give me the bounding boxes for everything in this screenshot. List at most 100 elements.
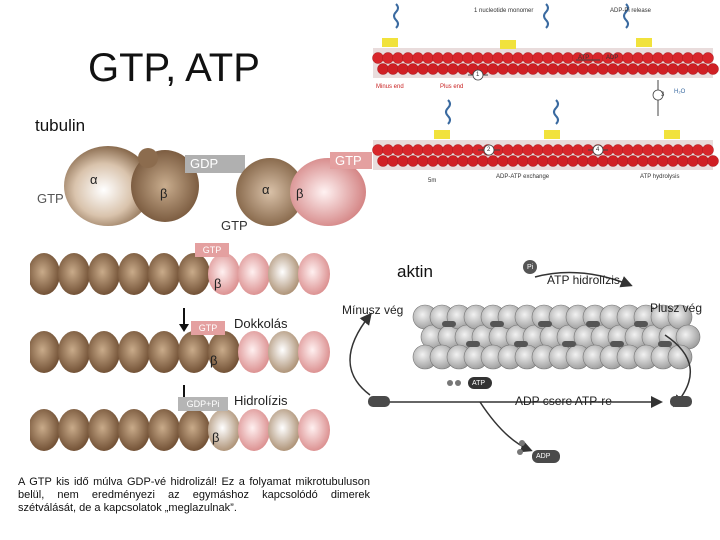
inset-actin-monomer: [542, 144, 554, 156]
tubulin-heading: tubulin: [35, 116, 86, 135]
beta-label-left: β: [160, 186, 168, 201]
inset-helix-icon: [623, 3, 629, 29]
inset-actin-monomer: [637, 63, 649, 75]
minus-end-label: Mínusz vég: [342, 303, 404, 317]
inset-actin-monomer: [422, 144, 434, 156]
inset-note-top-left: 1 nucleotide monomer: [474, 8, 534, 14]
adp-pill-right: [670, 396, 692, 407]
adp-pill-left: [368, 396, 390, 407]
tubulin-monomer: [268, 331, 300, 373]
adp-marker: [658, 341, 672, 347]
inset-actin-monomer: [372, 52, 384, 64]
inset-actin-monomer: [627, 63, 639, 75]
inset-atp-marker: [544, 130, 560, 139]
stage3-action: Hidrolízis: [234, 393, 288, 408]
gtp-label-box-right: [330, 152, 372, 169]
inset-actin-monomer: [442, 144, 454, 156]
tubulin-monomer: [58, 331, 90, 373]
inset-actin-monomer: [682, 144, 694, 156]
inset-minus-end: Minus end: [376, 84, 404, 90]
tubulin-dimer-right: [236, 158, 366, 226]
aktin-heading: aktin: [397, 262, 433, 281]
tubulin-monomer: [118, 409, 150, 451]
inset-actin-monomer: [497, 155, 509, 167]
tubulin-monomer: [238, 409, 270, 451]
inset-actin-monomer: [707, 155, 719, 167]
inset-actin-monomer: [402, 144, 414, 156]
inset-actin-monomer: [597, 155, 609, 167]
inset-actin-monomer: [437, 155, 449, 167]
inset-actin-monomer: [647, 155, 659, 167]
inset-actin-monomer: [447, 155, 459, 167]
inset-end-label: 5m: [428, 178, 437, 184]
inset-actin-monomer: [462, 144, 474, 156]
inset-note-bottom-1: ADP-ATP exchange: [496, 174, 550, 180]
inset-actin-monomer: [387, 63, 399, 75]
inset-actin-monomer: [507, 155, 519, 167]
inset-actin-monomer: [687, 63, 699, 75]
protofilament-stages: [30, 253, 330, 451]
tubulin-monomer: [118, 331, 150, 373]
inset-actin-monomer: [537, 63, 549, 75]
inset-actin-monomer: [597, 63, 609, 75]
inset-actin-monomer: [557, 63, 569, 75]
inset-actin-monomer: [632, 52, 644, 64]
adp-marker: [562, 341, 576, 347]
inset-adp-label: ADP: [606, 55, 619, 61]
inset-actin-monomer: [567, 155, 579, 167]
tubulin-monomer: [88, 409, 120, 451]
alpha-label-left: α: [90, 172, 98, 187]
inset-actin-monomer: [592, 52, 604, 64]
inset-atp-marker: [434, 130, 450, 139]
inset-actin-monomer: [392, 144, 404, 156]
inset-actin-monomer: [432, 144, 444, 156]
inset-atp-marker: [382, 38, 398, 47]
stage2-action: Dokkolás: [234, 316, 288, 331]
inset-actin-monomer: [407, 63, 419, 75]
inset-step-2: [483, 144, 495, 156]
inset-actin-monomer: [587, 155, 599, 167]
actin-monomer: [667, 344, 693, 370]
inset-actin-monomer: [457, 63, 469, 75]
adp-marker: [490, 321, 504, 327]
inset-actin-monomer: [612, 144, 624, 156]
pi-label: Pi: [527, 264, 534, 271]
inset-actin-monomer: [577, 155, 589, 167]
tubulin-monomer: [118, 253, 150, 295]
gtp-label-bottom: GTP: [221, 218, 248, 233]
inset-actin-monomer: [552, 52, 564, 64]
inset-actin-monomer: [642, 52, 654, 64]
inset-actin-monomer: [502, 52, 514, 64]
inset-actin-monomer: [652, 52, 664, 64]
tubulin-monomer: [298, 331, 330, 373]
tubulin-monomer: [238, 253, 270, 295]
inset-actin-monomer: [452, 52, 464, 64]
inset-actin-monomer: [527, 63, 539, 75]
inset-actin-monomer: [437, 63, 449, 75]
tubulin-monomer: [238, 331, 270, 373]
stage2-tag: GTP: [191, 321, 225, 335]
inset-actin-monomer: [692, 144, 704, 156]
tubulin-monomer: [30, 331, 60, 373]
inset-actin-monomer: [562, 52, 574, 64]
inset-actin-monomer: [427, 155, 439, 167]
inset-helix-icon: [543, 3, 549, 29]
alpha-subunit: [236, 158, 304, 226]
inset-actin-monomer: [452, 144, 464, 156]
tubulin-monomer: [268, 409, 300, 451]
inset-actin-monomer: [547, 63, 559, 75]
docking-arrowhead: [179, 324, 189, 332]
alpha-label-right: α: [262, 182, 270, 197]
inset-step-1-label: 1: [476, 72, 480, 78]
inset-step-4-label: 4: [596, 147, 600, 153]
inset-actin-monomer: [422, 52, 434, 64]
inset-helix-icon: [553, 99, 559, 125]
adp-marker: [610, 341, 624, 347]
inset-actin-monomer: [512, 144, 524, 156]
adp-marker: [442, 321, 456, 327]
inset-actin-monomer: [392, 52, 404, 64]
inset-actin-monomer: [417, 155, 429, 167]
slide-title: GTP, ATP: [88, 46, 260, 90]
tubulin-monomer: [30, 253, 60, 295]
gdp-site: [138, 148, 158, 168]
